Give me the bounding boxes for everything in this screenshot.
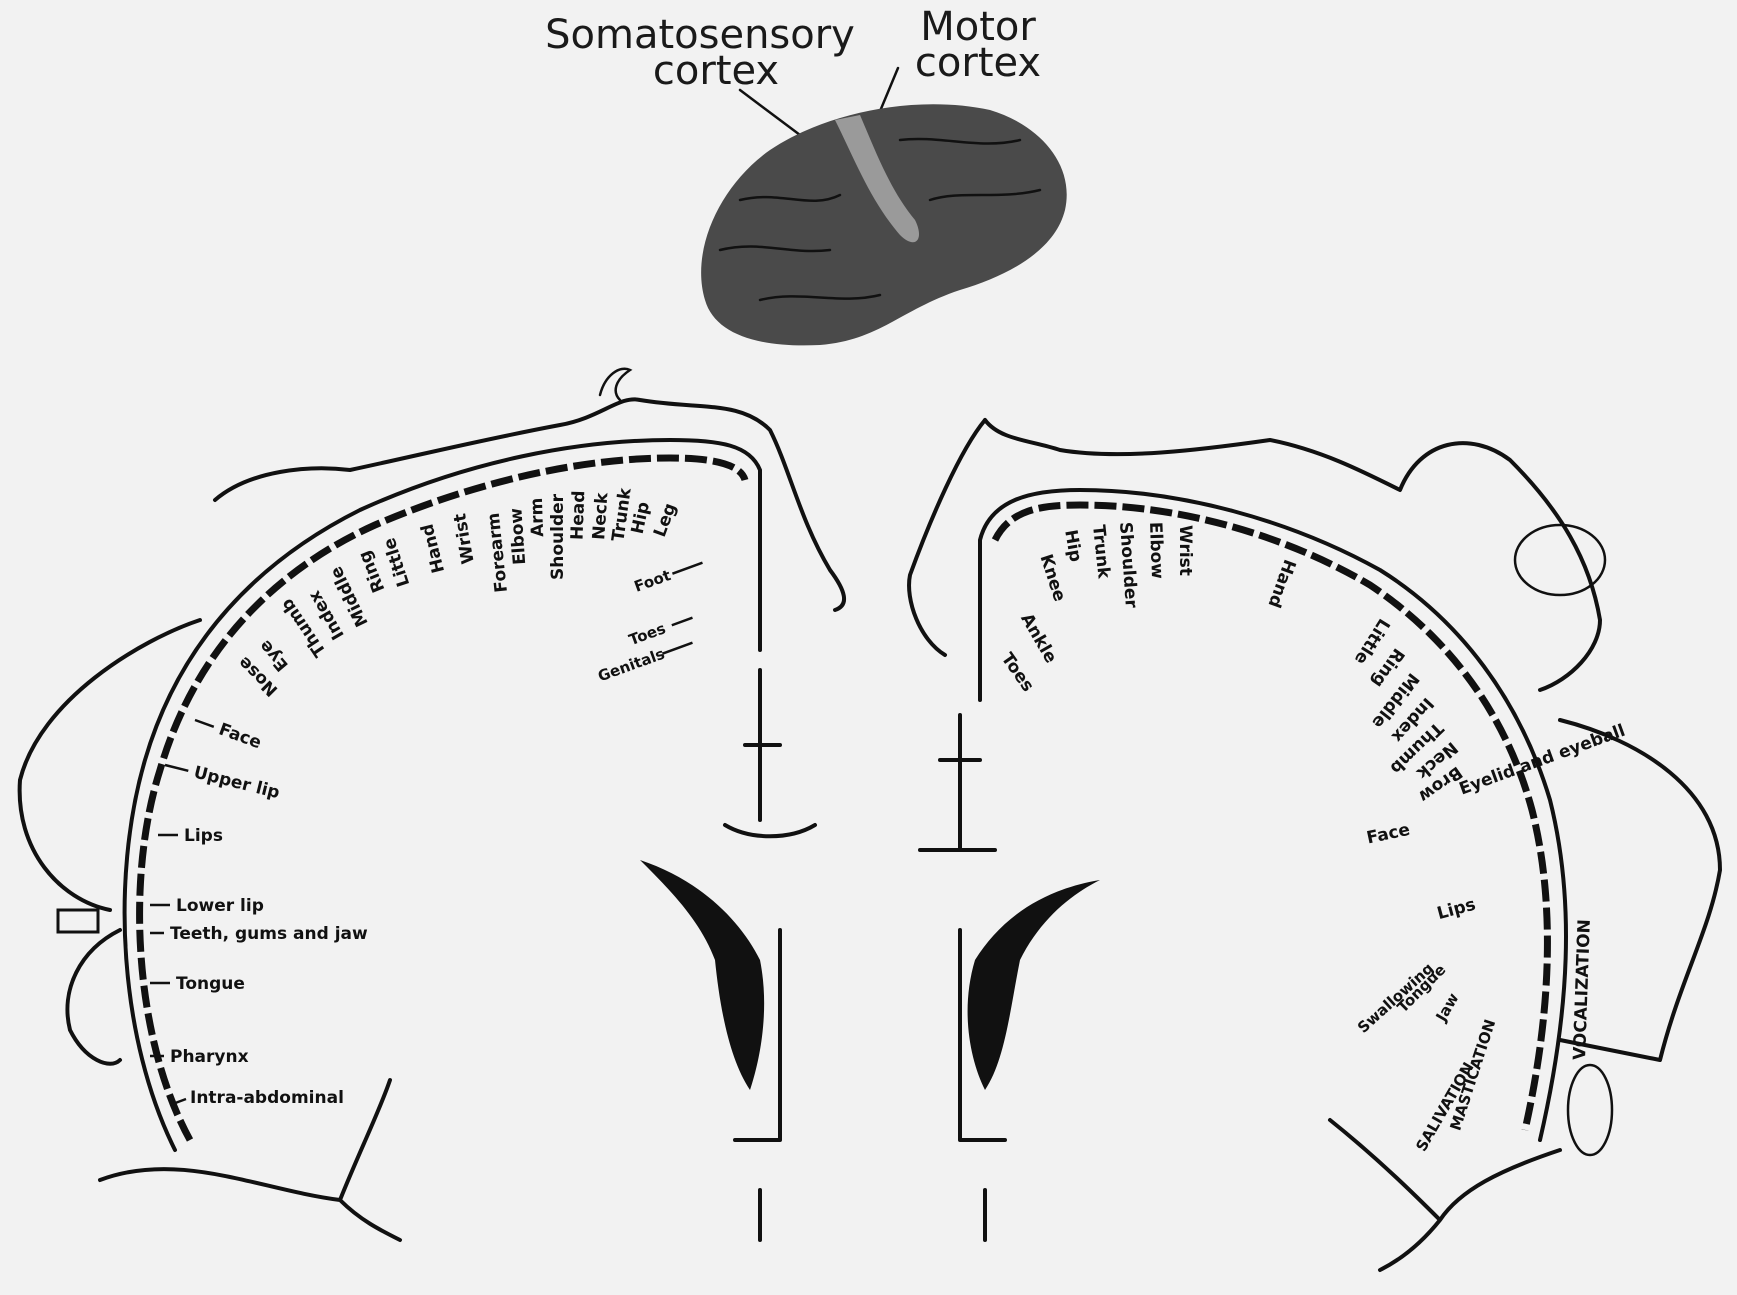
sensory-label-upper-lip: Upper lip — [192, 763, 282, 804]
sensory-label-shoulder: Shoulder — [548, 493, 568, 580]
sensory-midline-base — [725, 825, 815, 836]
sensory-label-wrist: Wrist — [450, 512, 479, 566]
motor-labels: Toes Ankle Knee Hip Trunk Shoulder Elbow… — [997, 521, 1628, 1154]
sensory-label-teeth-gums-jaw: Teeth, gums and jaw — [170, 924, 368, 944]
motor-label-hand: Hand — [1264, 557, 1300, 611]
sensory-label-tongue: Tongue — [176, 974, 245, 994]
motor-lower-structure — [1330, 1120, 1560, 1270]
motor-label-lips: Lips — [1435, 895, 1478, 924]
motor-label-ankle: Ankle — [1016, 610, 1060, 667]
motor-label-vocalization: VOCALIZATION — [1570, 919, 1595, 1060]
motor-label-elbow: Elbow — [1145, 522, 1167, 580]
sensory-label-pharynx: Pharynx — [170, 1047, 249, 1067]
motor-label-shoulder: Shoulder — [1115, 521, 1141, 609]
motor-label-jaw: Jaw — [1432, 990, 1463, 1026]
somatosensory-label-line2: cortex — [653, 48, 779, 94]
right-ventricle — [968, 880, 1100, 1090]
sensory-genitals-figure — [600, 369, 630, 400]
central-ventricles — [640, 860, 1100, 1240]
left-ventricle — [640, 860, 764, 1090]
motor-label-wrist: Wrist — [1175, 525, 1195, 576]
sensory-label-intra-abdominal: Intra-abdominal — [190, 1088, 344, 1108]
sensory-labels: Genitals Toes Foot Leg Hip Trunk Neck He… — [150, 486, 706, 1108]
sensory-label-arm: Arm — [527, 497, 548, 537]
motor-label-eyelid-eyeball: Eyelid and eyeball — [1457, 721, 1628, 800]
sensory-label-neck: Neck — [589, 491, 612, 540]
sensory-label-leg: Leg — [650, 501, 681, 540]
motor-label-trunk: Trunk — [1088, 524, 1114, 580]
sensory-label-trunk: Trunk — [608, 486, 635, 543]
sensory-label-hand: Hand — [418, 522, 449, 575]
sensory-teeth-figure — [58, 910, 98, 932]
sensory-label-lips: Lips — [184, 826, 223, 846]
brain-image — [701, 104, 1067, 345]
motor-jaw-figure — [1568, 1065, 1612, 1155]
sensory-label-face: Face — [216, 719, 264, 753]
ventricle-guides — [735, 930, 1005, 1140]
somatosensory-cortex-label: Somatosensory cortex — [545, 12, 855, 94]
sensory-label-toes: Toes — [626, 619, 668, 649]
motor-cortex-label: Motor cortex — [915, 4, 1041, 86]
motor-label-face: Face — [1365, 820, 1412, 849]
lower-midline-marks — [760, 1190, 985, 1240]
motor-leg-silhouette — [909, 420, 985, 655]
motor-homunculus: Toes Ankle Knee Hip Trunk Shoulder Elbow… — [909, 420, 1720, 1270]
sensory-label-elbow: Elbow — [506, 507, 530, 566]
motor-label-knee: Knee — [1035, 552, 1069, 604]
sensory-label-genitals: Genitals — [595, 645, 667, 686]
motor-label-line2: cortex — [915, 40, 1041, 86]
sensory-label-foot: Foot — [632, 566, 673, 596]
motor-label-hip: Hip — [1060, 528, 1085, 563]
sensory-label-head: Head — [568, 490, 590, 540]
motor-hand-figure — [1515, 525, 1605, 595]
sensory-homunculus: Genitals Toes Foot Leg Hip Trunk Neck He… — [20, 369, 844, 1240]
sensory-label-lower-lip: Lower lip — [176, 896, 264, 916]
motor-label-toes: Toes — [997, 649, 1038, 695]
